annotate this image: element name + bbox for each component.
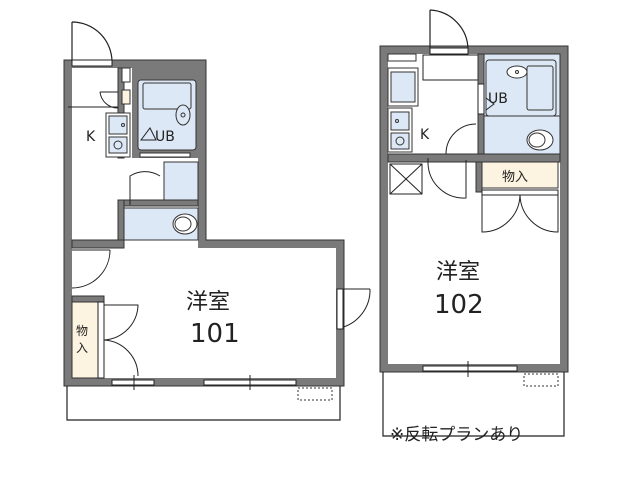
unit-102-entry-door (429, 9, 469, 51)
unit-101-storage (71, 301, 139, 379)
unit-101-entry-door (71, 21, 113, 63)
unit-102-balcony (382, 372, 565, 437)
unit-101-room-number: 101 (190, 319, 240, 349)
unit-101-balcony-door (339, 288, 371, 329)
unit-101-balcony (66, 386, 341, 421)
reversed-plan-note: ※反転プランあり (390, 425, 524, 445)
unit-101-toilet (123, 161, 199, 241)
unit-101-room-type: 洋室 (186, 290, 230, 315)
unit-101: K UB 洋室 101 物 入 (63, 21, 371, 421)
unit-101-storage-label-1: 物 (76, 324, 88, 338)
unit-102-kitchen-label: K (420, 127, 430, 143)
unit-101-kitchen-label: K (86, 129, 96, 145)
unit-102-window (422, 365, 518, 372)
unit-101-window-1 (111, 379, 155, 386)
unit-101-storage-label-2: 入 (76, 341, 88, 355)
unit-102-pipe-shaft (389, 163, 423, 195)
unit-102-storage-label: 物入 (502, 170, 528, 185)
unit-102-kitchen (387, 67, 419, 153)
unit-102-room-number: 102 (434, 290, 484, 320)
unit-101-bath-label: UB (155, 129, 175, 145)
unit-102-bath-label: UB (488, 91, 508, 107)
unit-102: K UB 物入 洋室 102 (379, 9, 569, 437)
unit-101-kitchen (105, 112, 131, 158)
unit-102-room-type: 洋室 (436, 260, 480, 285)
unit-102-storage (481, 161, 559, 233)
unit-102-unit-bath (477, 53, 561, 155)
unit-101-unit-bath (132, 68, 198, 158)
